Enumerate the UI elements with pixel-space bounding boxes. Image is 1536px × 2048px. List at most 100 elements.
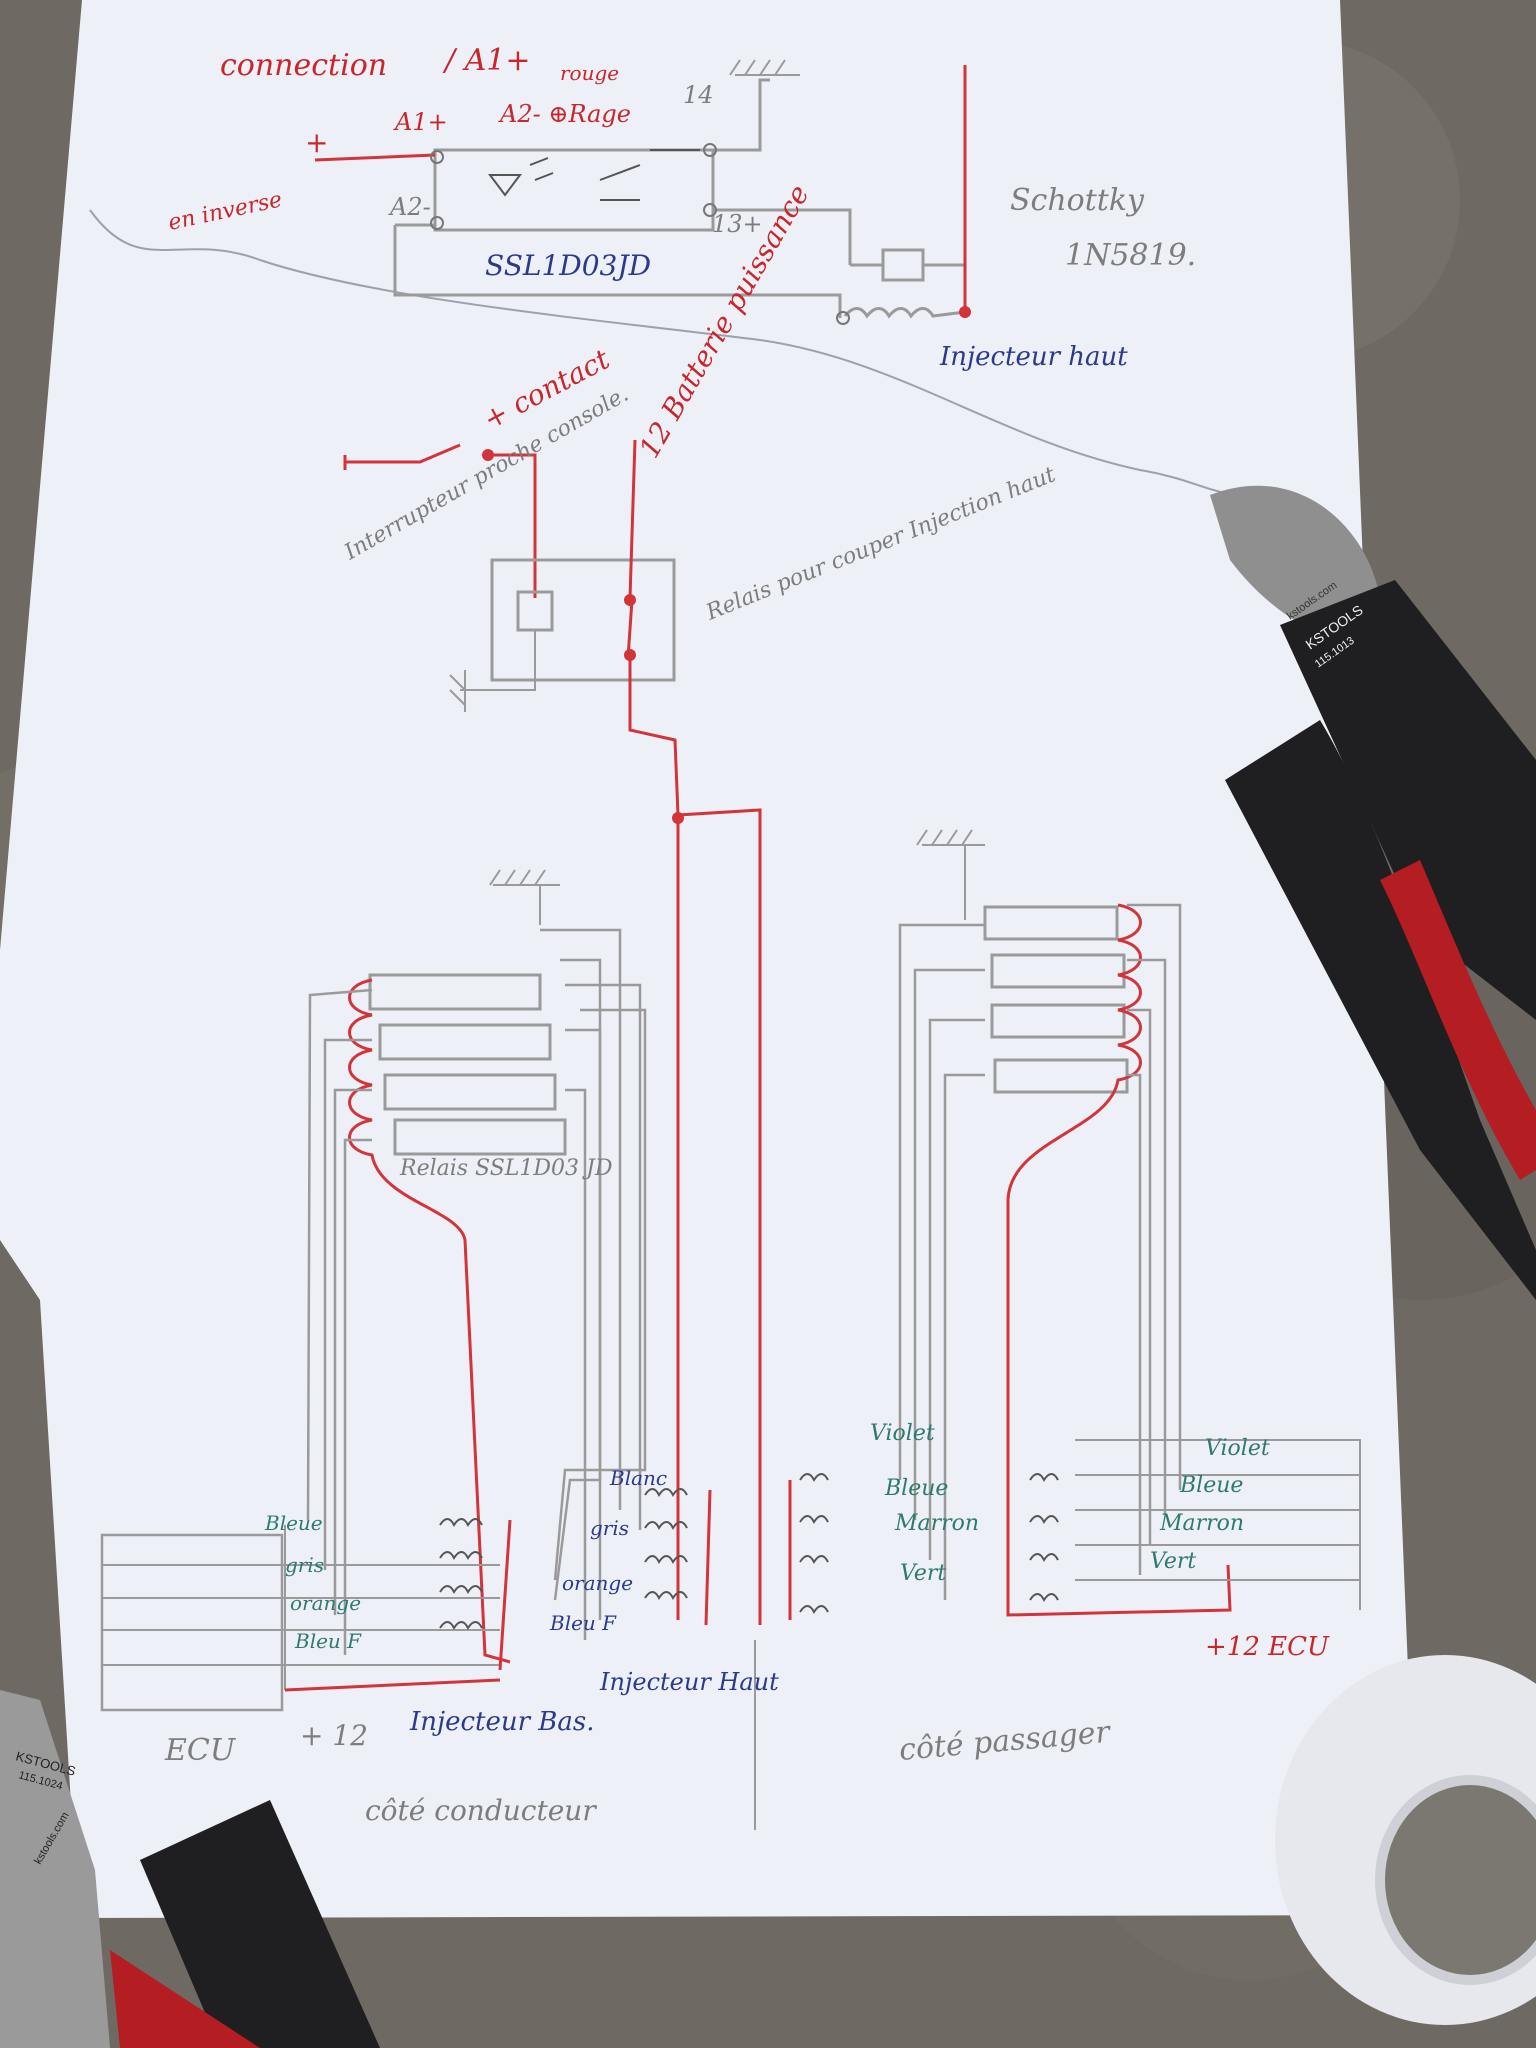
ground-symbol-left [489,869,560,925]
pin13-terminal [703,203,717,217]
wire-left-marron: Marron [894,1511,979,1536]
injector-coil-top [843,307,966,319]
ecu-rows-right [1075,1439,1361,1610]
right-relay-red-bus [1006,903,1232,1617]
wire-right-violet: Violet [1205,1436,1270,1461]
wire-right-bleue: Bleue [1179,1473,1243,1498]
relay-contact [626,599,634,659]
injecteur-haut-top-label: Injecteur haut [939,342,1128,372]
switch-symbol [599,149,700,201]
switch-wire [343,443,461,470]
tape-hole [1380,1780,1536,1980]
cutter-tool [1210,485,1536,1300]
left-red-returns [498,1489,712,1671]
left-relay-3 [383,1073,557,1111]
right-fan-wires-ecu [1127,903,1182,1575]
pin14-wire [713,78,770,152]
contact-wire [488,453,537,598]
injector-haut-coils-right [799,1473,829,1615]
middle-relay-diagram [343,439,762,1625]
stripper-grip-red [110,1950,260,2048]
a1-terminal [430,150,444,164]
paper-fold [89,209,1241,494]
pin-13-label: 13+ [712,210,763,238]
right-fan-wires-haut [898,923,985,1600]
injecteur-haut-left-label: Injecteur Haut [599,1668,779,1696]
relay-box [490,558,676,682]
wire-left-vert: Vert [900,1561,946,1586]
wire-haut-bleu-f: Bleu F [549,1611,617,1635]
ecu-box-left [100,1533,284,1712]
schottky-label: Schottky [1010,183,1145,218]
right-relay-2 [990,953,1126,989]
wire-ecu-bleue: Bleue [264,1511,323,1535]
diode-part-label: 1N5819. [1065,238,1196,273]
cutter-jaw [1210,485,1380,640]
relay-ground [449,630,536,712]
right-relay-3 [990,1003,1126,1039]
wire-haut-orange: orange [562,1571,633,1595]
tape-inner-rim [1375,1775,1536,1985]
optocoupler-diode-symbol [488,174,522,197]
injector-haut-supply-wire [628,660,762,1625]
cote-conducteur-label: côté conducteur [365,1794,597,1827]
ssr-box [433,148,715,232]
cutter-grip-red [1380,860,1536,1180]
pin-14-label: 14 [683,81,714,109]
connection-note: connection [220,48,387,83]
ground-symbol-right [916,829,985,920]
left-relay-red-bus [348,978,511,1664]
stripper-handle [140,1800,380,2048]
wire-left-bleue: Bleue [884,1476,948,1501]
cutter-handle-bottom [1225,720,1536,1300]
plus12-ecu-label: +12 ECU [1205,1632,1330,1662]
wire-haut-blanc: Blanc [609,1466,667,1490]
left-relais-label: Relais SSL1D03 JD [399,1156,613,1181]
cutter-handle-top [1280,580,1536,1020]
tape-roll [1275,1655,1536,2025]
pin13-wire [713,208,852,265]
ground-symbol-top [729,59,800,76]
a1-plus-note: / A1+ [442,43,531,78]
coil-terminal-red [959,306,971,318]
right-relay-block [788,829,1361,1620]
battery-wire [628,439,637,599]
paper-sheet [0,0,1418,1918]
plus12-label: + 12 [300,1719,368,1752]
a1-plus-label: A1+ [393,108,448,136]
rouge-note: rouge [560,61,619,85]
wire-ecu-bleu-f: Bleu F [294,1629,362,1653]
left-fan-wires-ecu [306,988,373,1655]
a1-wire-red [314,153,436,162]
coil-terminal-grey [836,311,850,325]
left-relay-block [100,869,756,1830]
wire-ecu-gris: gris [285,1553,324,1577]
ecu-plus12-wire [284,1678,501,1692]
wire-haut-gris: gris [590,1516,629,1540]
left-relay-2 [378,1023,552,1061]
stripper-body [0,1690,110,2048]
top-ssr-diagram [314,59,971,325]
pin14-terminal [703,143,717,157]
right-coils-ecu-side [1029,1473,1059,1603]
ecu-rows-left [102,1564,500,1666]
a2-label: A2- [388,193,431,221]
a2-terminal [430,216,444,230]
light-arrows-symbol [529,157,554,181]
ecu-label: ECU [164,1733,237,1768]
injector-haut-coils-left [644,1488,688,1601]
wire-left-violet: Violet [870,1421,935,1446]
left-fan-wires-haut [540,928,642,1640]
wire-right-marron: Marron [1159,1511,1244,1536]
wire-right-vert: Vert [1150,1549,1196,1574]
right-relay-1 [983,905,1119,941]
relay-terminal-in [624,594,636,606]
a2-wire-grey [393,223,842,318]
left-relay-4 [393,1118,567,1156]
a2-masse-label: A2- ⊕Rage [498,100,631,128]
relay-part-label: SSL1D03JD [485,249,651,282]
injecteur-bas-label: Injecteur Bas. [409,1707,595,1737]
injector-bas-coils [439,1518,483,1631]
left-relay-1 [368,973,542,1011]
